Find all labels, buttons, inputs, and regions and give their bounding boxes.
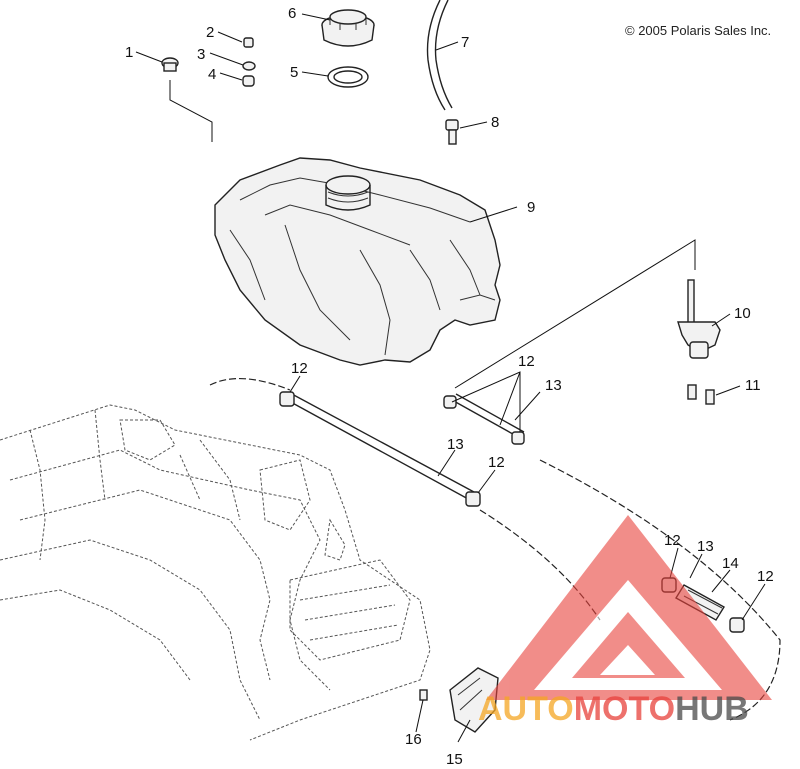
vent-fitting <box>445 119 459 145</box>
watermark-logo-text: AUTOMOTOHUB <box>478 690 749 728</box>
callout-5: 5 <box>290 64 298 81</box>
callout-2: 2 <box>206 24 214 41</box>
mounting-bracket <box>419 667 499 733</box>
callout-14: 14 <box>722 555 739 572</box>
callout-12a: 12 <box>291 360 308 377</box>
callout-12d: 12 <box>664 532 681 549</box>
watermark-triangle <box>486 515 772 700</box>
callout-7: 7 <box>461 34 469 51</box>
watermark-auto: AUTO <box>478 690 574 728</box>
callout-6: 6 <box>288 5 296 22</box>
callout-12c: 12 <box>488 454 505 471</box>
callout-11: 11 <box>745 377 761 394</box>
callout-12e: 12 <box>757 568 774 585</box>
callout-12b: 12 <box>518 353 535 370</box>
callout-13b: 13 <box>447 436 464 453</box>
watermark-moto: MOTO <box>574 690 675 728</box>
callout-labels: 1 2 3 4 5 6 7 8 9 10 11 12 12 12 12 12 1… <box>125 5 774 768</box>
callout-10: 10 <box>734 305 751 322</box>
copyright-text: © 2005 Polaris Sales Inc. <box>625 23 771 38</box>
callout-16: 16 <box>405 731 422 748</box>
fuel-cap <box>321 9 375 47</box>
cap-gasket <box>327 66 369 88</box>
callout-13a: 13 <box>545 377 562 394</box>
vent-hose <box>426 0 446 111</box>
callout-13c: 13 <box>697 538 714 555</box>
callout-3: 3 <box>197 46 205 63</box>
callout-4: 4 <box>208 66 216 83</box>
screws <box>687 384 715 405</box>
callout-9: 9 <box>527 199 535 216</box>
watermark-hub: HUB <box>675 690 749 728</box>
leader-lines <box>135 13 766 743</box>
vehicle-frame <box>0 404 431 741</box>
fuel-petcock <box>454 239 721 389</box>
small-parts-1-4 <box>161 37 256 142</box>
fuel-tank <box>214 157 501 366</box>
callout-1: 1 <box>125 44 133 61</box>
callout-15: 15 <box>446 751 463 768</box>
callout-8: 8 <box>491 114 499 131</box>
